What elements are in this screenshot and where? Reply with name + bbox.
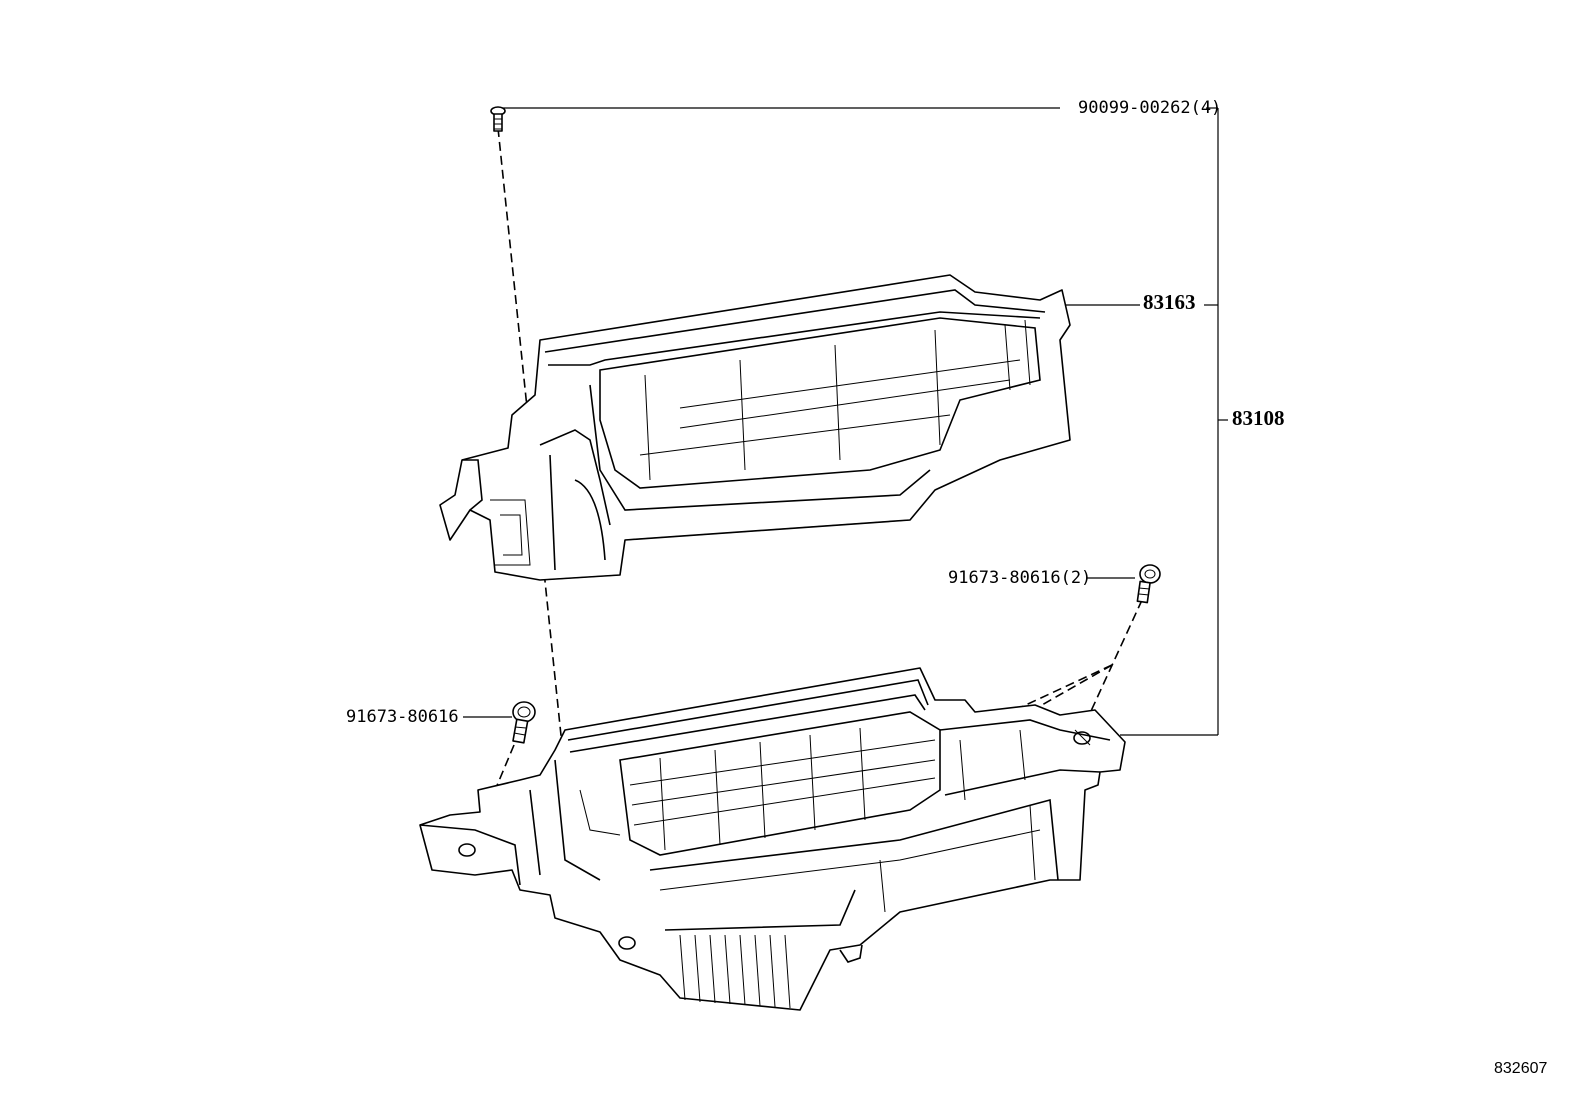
bolt-left-icon bbox=[512, 701, 536, 744]
bolt-right-icon bbox=[1136, 564, 1161, 604]
callout-screw-label: 90099-00262(4) bbox=[1078, 98, 1222, 118]
callout-bolt-left-label: 91673-80616 bbox=[346, 707, 459, 727]
leader-lines bbox=[463, 107, 1228, 736]
callout-bolt-right-label: 91673-80616(2) bbox=[948, 568, 1092, 588]
callout-assembly-label: 83108 bbox=[1232, 406, 1285, 430]
figure-number: 832607 bbox=[1494, 1060, 1548, 1077]
screw-icon bbox=[490, 106, 506, 132]
callout-upper-case-label: 83163 bbox=[1143, 290, 1196, 314]
lower-case-illustration bbox=[419, 667, 1126, 1011]
upper-case-illustration bbox=[439, 274, 1071, 581]
